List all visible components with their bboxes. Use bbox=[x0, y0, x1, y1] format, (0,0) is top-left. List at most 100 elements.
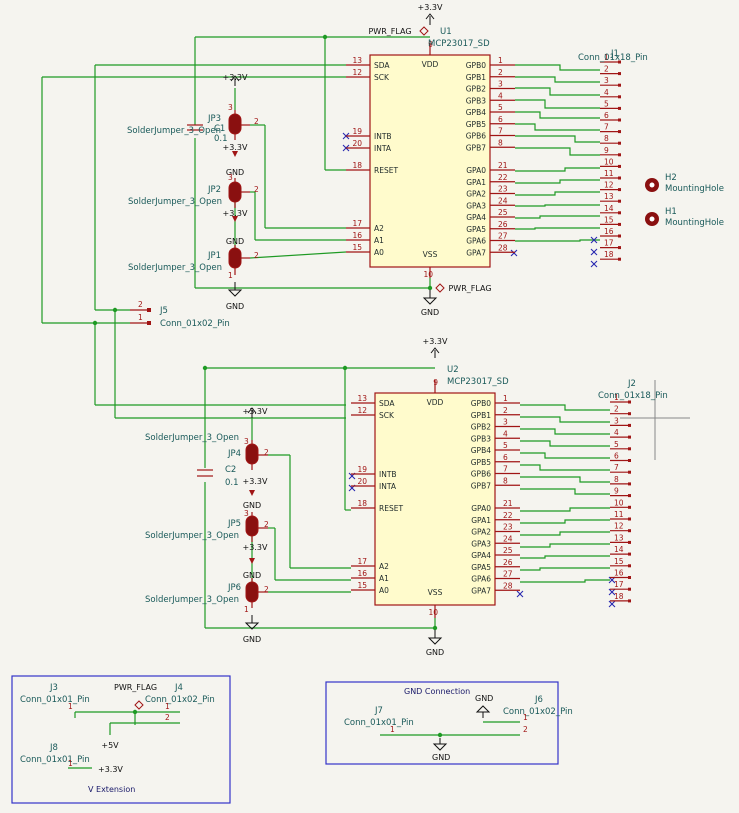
gnd-symbols bbox=[227, 282, 491, 751]
j2-pin-pad bbox=[628, 564, 631, 568]
u2-pin-name: INTA bbox=[379, 482, 397, 491]
gnd-label-jp5: GND bbox=[243, 571, 261, 580]
u2-pin-num: 21 bbox=[503, 499, 513, 508]
j1-pin-num: 2 bbox=[604, 65, 609, 74]
u2-pin-name: GPB1 bbox=[471, 411, 491, 420]
j1-ref: J1 bbox=[610, 49, 619, 59]
junctions bbox=[92, 34, 443, 738]
u1-pin-name: GPA7 bbox=[466, 248, 486, 257]
j1-pin-num: 13 bbox=[604, 192, 614, 201]
j2-pin-pad bbox=[628, 529, 631, 533]
j1-pin-pad bbox=[618, 234, 621, 238]
u2-vss-num: 10 bbox=[428, 608, 438, 617]
h1-ref: H1 bbox=[665, 207, 677, 217]
v-extension-box bbox=[11, 675, 231, 804]
gnd-label-jp4: GND bbox=[243, 501, 261, 510]
u1-pin-name: GPA2 bbox=[466, 190, 486, 199]
u1-pin-num: 4 bbox=[498, 91, 503, 100]
c2-value: 0.1 bbox=[225, 478, 239, 488]
j4-ref: J4 bbox=[174, 683, 183, 693]
jp1-body bbox=[228, 245, 250, 275]
j1-pin-pad bbox=[618, 95, 621, 99]
u1-ref: U1 bbox=[440, 27, 452, 37]
u1-pin-name: A1 bbox=[374, 236, 384, 245]
u1-pin-name: GPB4 bbox=[466, 108, 486, 117]
j1-pin-pad bbox=[618, 176, 621, 180]
j1-pin-num: 3 bbox=[604, 76, 609, 85]
u1-pin-name: GPA0 bbox=[466, 166, 486, 175]
j2-pin-pad bbox=[628, 576, 631, 579]
j1-pin-num: 6 bbox=[604, 111, 609, 120]
u2-pin-num: 23 bbox=[503, 523, 513, 532]
v33-label-jp5: +3.3V bbox=[243, 477, 268, 486]
u1-vss-name: VSS bbox=[423, 250, 438, 259]
j1-pin-num: 8 bbox=[604, 134, 609, 143]
u2-pin-num: 18 bbox=[357, 499, 367, 508]
u1-chip bbox=[369, 43, 491, 278]
u2-pin-num: 28 bbox=[503, 581, 513, 590]
j1-pin-pad bbox=[618, 199, 621, 203]
jp4-pin: 2 bbox=[264, 448, 269, 457]
u1-pin-num: 20 bbox=[352, 139, 362, 148]
u2-pin-num: 13 bbox=[357, 394, 367, 403]
jp2-top: 3 bbox=[228, 173, 233, 182]
j2-pin-num: 4 bbox=[614, 428, 619, 437]
u2-pin-name: GPB6 bbox=[471, 470, 491, 479]
u1-pin-name: GPB6 bbox=[466, 132, 486, 141]
c2-capacitor bbox=[197, 469, 213, 477]
v33-label-jp3: +3.3V bbox=[223, 73, 248, 82]
j2-pin-pad bbox=[628, 552, 631, 556]
u1-pin-name: INTB bbox=[374, 132, 392, 141]
j1-pin-pad bbox=[618, 83, 621, 87]
v33-label-jp4: +3.3V bbox=[243, 407, 268, 416]
u1-pin-num: 15 bbox=[352, 243, 362, 252]
j2-pin-num: 10 bbox=[614, 498, 624, 507]
u1-vdd-name: VDD bbox=[422, 60, 439, 69]
u2-pin-num: 17 bbox=[357, 557, 367, 566]
jp3-body bbox=[228, 110, 250, 157]
j5-pin-num: 1 bbox=[138, 313, 143, 322]
jp6-body bbox=[245, 578, 268, 608]
j2-ref: J2 bbox=[627, 379, 636, 389]
jp1-bottom: 1 bbox=[228, 271, 233, 280]
u2-pin-name: GPB0 bbox=[471, 399, 491, 408]
pwr-flag-label-u1: PWR_FLAG bbox=[368, 27, 411, 36]
j5-ref: J5 bbox=[159, 306, 168, 316]
v33-label-u1: +3.3V bbox=[418, 3, 443, 12]
j1-pin-pad bbox=[618, 153, 621, 157]
u1-pin-name: SCK bbox=[374, 73, 390, 82]
jp5-ref: JP5 bbox=[227, 519, 241, 529]
j1-pin-pad bbox=[618, 72, 621, 76]
j2-pin-num: 9 bbox=[614, 487, 619, 496]
u1-pin-name: GPA3 bbox=[466, 201, 486, 210]
v33-label-vext: +3.3V bbox=[98, 765, 123, 774]
pwr-flag-label-gnd: PWR_FLAG bbox=[448, 284, 491, 293]
u1-vdd-num: 9 bbox=[428, 40, 433, 49]
u2-pin-name: A0 bbox=[379, 586, 389, 595]
j2-pin-pad bbox=[628, 505, 631, 509]
u1-pin-num: 17 bbox=[352, 219, 362, 228]
u1-pin-num: 23 bbox=[498, 185, 508, 194]
gnd-label-box-bottom: GND bbox=[432, 753, 450, 762]
no-connect-x bbox=[608, 588, 616, 596]
u1-pin-num: 28 bbox=[498, 243, 508, 252]
u2-pin-num: 25 bbox=[503, 546, 513, 555]
j2-pin-pad bbox=[628, 459, 631, 462]
mounting-hole-h1 bbox=[645, 212, 659, 226]
j3-value: Conn_01x01_Pin bbox=[20, 695, 90, 705]
u2-pin-num: 6 bbox=[503, 453, 508, 462]
j1-pin-num: 11 bbox=[604, 169, 614, 178]
j8-pin: 1 bbox=[68, 759, 73, 768]
u1-pin-num: 25 bbox=[498, 208, 508, 217]
j5-body bbox=[130, 308, 151, 325]
u1-pin-name: INTA bbox=[374, 144, 392, 153]
v33-label-jp6: +3.3V bbox=[243, 543, 268, 552]
j1-pin-pad bbox=[618, 141, 621, 145]
jp2-ref: JP2 bbox=[207, 185, 221, 195]
j2-pin-pad bbox=[628, 423, 631, 427]
j5-pin-num: 2 bbox=[138, 300, 143, 309]
u1-pin-name: GPA4 bbox=[466, 213, 486, 222]
j6-pin2: 2 bbox=[523, 725, 528, 734]
jp6-ref: JP6 bbox=[227, 583, 241, 593]
j8-ref: J8 bbox=[49, 743, 58, 753]
